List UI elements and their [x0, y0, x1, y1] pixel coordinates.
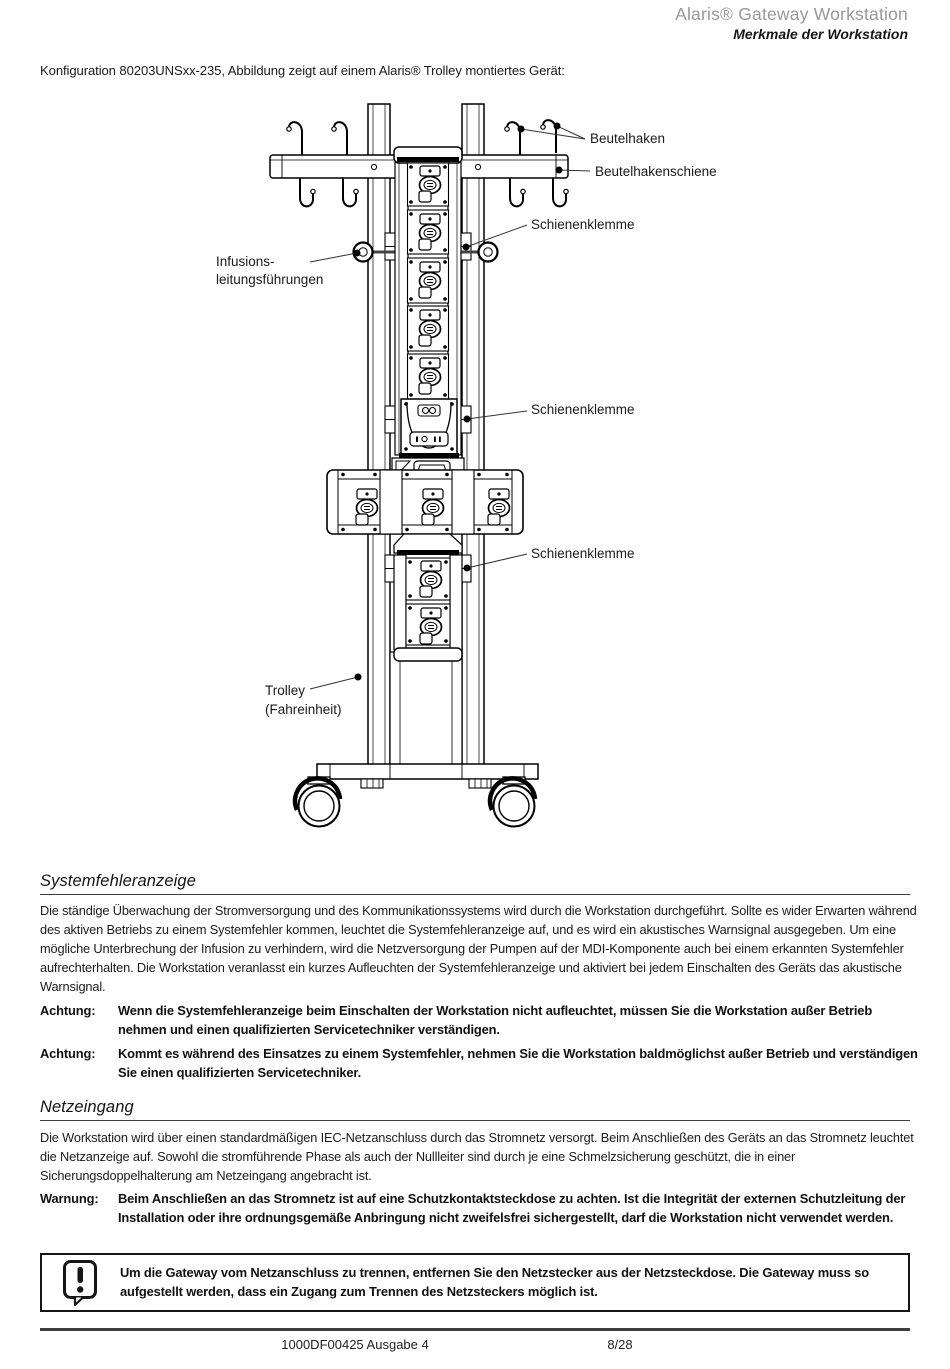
infusion-line-guides [352, 241, 499, 263]
label-trolley: Trolley [265, 683, 305, 698]
section-heading-netzeingang: Netzeingang [40, 1098, 910, 1121]
gateway-unit [399, 398, 459, 458]
trolley-right-pole [461, 103, 485, 767]
warning-text: Beim Anschließen an das Stromnetz ist au… [118, 1191, 906, 1225]
caution-text: Wenn die Systemfehleranzeige beim Einsch… [118, 1003, 873, 1037]
footer-rule [40, 1328, 910, 1331]
netzeingang-body: Die Workstation wird über einen standard… [40, 1130, 914, 1183]
foot-block [468, 778, 492, 789]
pump-module [406, 162, 450, 207]
trolley-base [316, 763, 539, 789]
systemfehleranzeige-body: Die ständige Überwachung der Stromversor… [40, 903, 917, 994]
label-schienenklemme-2: Schienenklemme [531, 402, 635, 417]
caster-wheel-right [490, 777, 535, 827]
trolley-left-pole [367, 103, 391, 767]
caution-note: Achtung: Wenn die Systemfehleranzeige be… [40, 1002, 920, 1040]
pump-module [406, 209, 450, 255]
caution-label: Achtung: [40, 1046, 96, 1061]
label-schienenklemme-1: Schienenklemme [531, 217, 635, 232]
pump-module [406, 353, 450, 400]
lower-module-stack [393, 533, 463, 662]
pump-module [405, 557, 451, 601]
pump-module [406, 305, 450, 352]
config-intro-text: Konfiguration 80203UNSxx-235, Abbildung … [40, 63, 565, 78]
trolley-center-column [389, 651, 463, 767]
warning-label: Warnung: [40, 1191, 99, 1206]
exclamation-bubble-icon [42, 1259, 120, 1307]
mdi-module-column [391, 146, 465, 491]
diagram-annotations: Beutelhaken Beutelhakenschiene Schienenk… [216, 122, 717, 717]
trolley-workstation-diagram: Beutelhaken Beutelhakenschiene Schienenk… [216, 103, 717, 865]
page-header-title: Alaris® Gateway Workstation [675, 4, 908, 24]
caution-text: Kommt es während des Einsatzes zu einem … [118, 1046, 918, 1080]
caution-label: Achtung: [40, 1003, 96, 1018]
page-header-subtitle: Merkmale der Workstation [733, 26, 908, 42]
caster-wheel-left [295, 777, 340, 827]
notice-text: Um die Gateway vom Netzanschluss zu tren… [120, 1265, 869, 1299]
caution-note: Achtung: Kommt es während des Einsatzes … [40, 1045, 920, 1083]
label-beutelhakenschiene: Beutelhakenschiene [595, 164, 717, 179]
footer-page-number: 8/28 [607, 1337, 633, 1352]
warning-note: Warnung: Beim Anschließen an das Stromne… [40, 1190, 920, 1228]
foot-block [360, 778, 384, 789]
pump-module [406, 257, 450, 304]
label-infusionsleitungsfuehrungen: Infusions- [216, 254, 275, 269]
label-beutelhaken: Beutelhaken [590, 131, 665, 146]
wide-module-row [326, 469, 524, 535]
label-schienenklemme-3: Schienenklemme [531, 546, 635, 561]
section-heading-systemfehleranzeige: Systemfehleranzeige [40, 872, 910, 895]
label-infusionsleitungsfuehrungen-2: leitungsführungen [216, 272, 323, 287]
footer-doc-number: 1000DF00425 Ausgabe 4 [281, 1337, 429, 1352]
label-trolley-2: (Fahreinheit) [265, 702, 342, 717]
pump-module [405, 603, 451, 646]
notice-box: Um die Gateway vom Netzanschluss zu tren… [40, 1253, 910, 1312]
